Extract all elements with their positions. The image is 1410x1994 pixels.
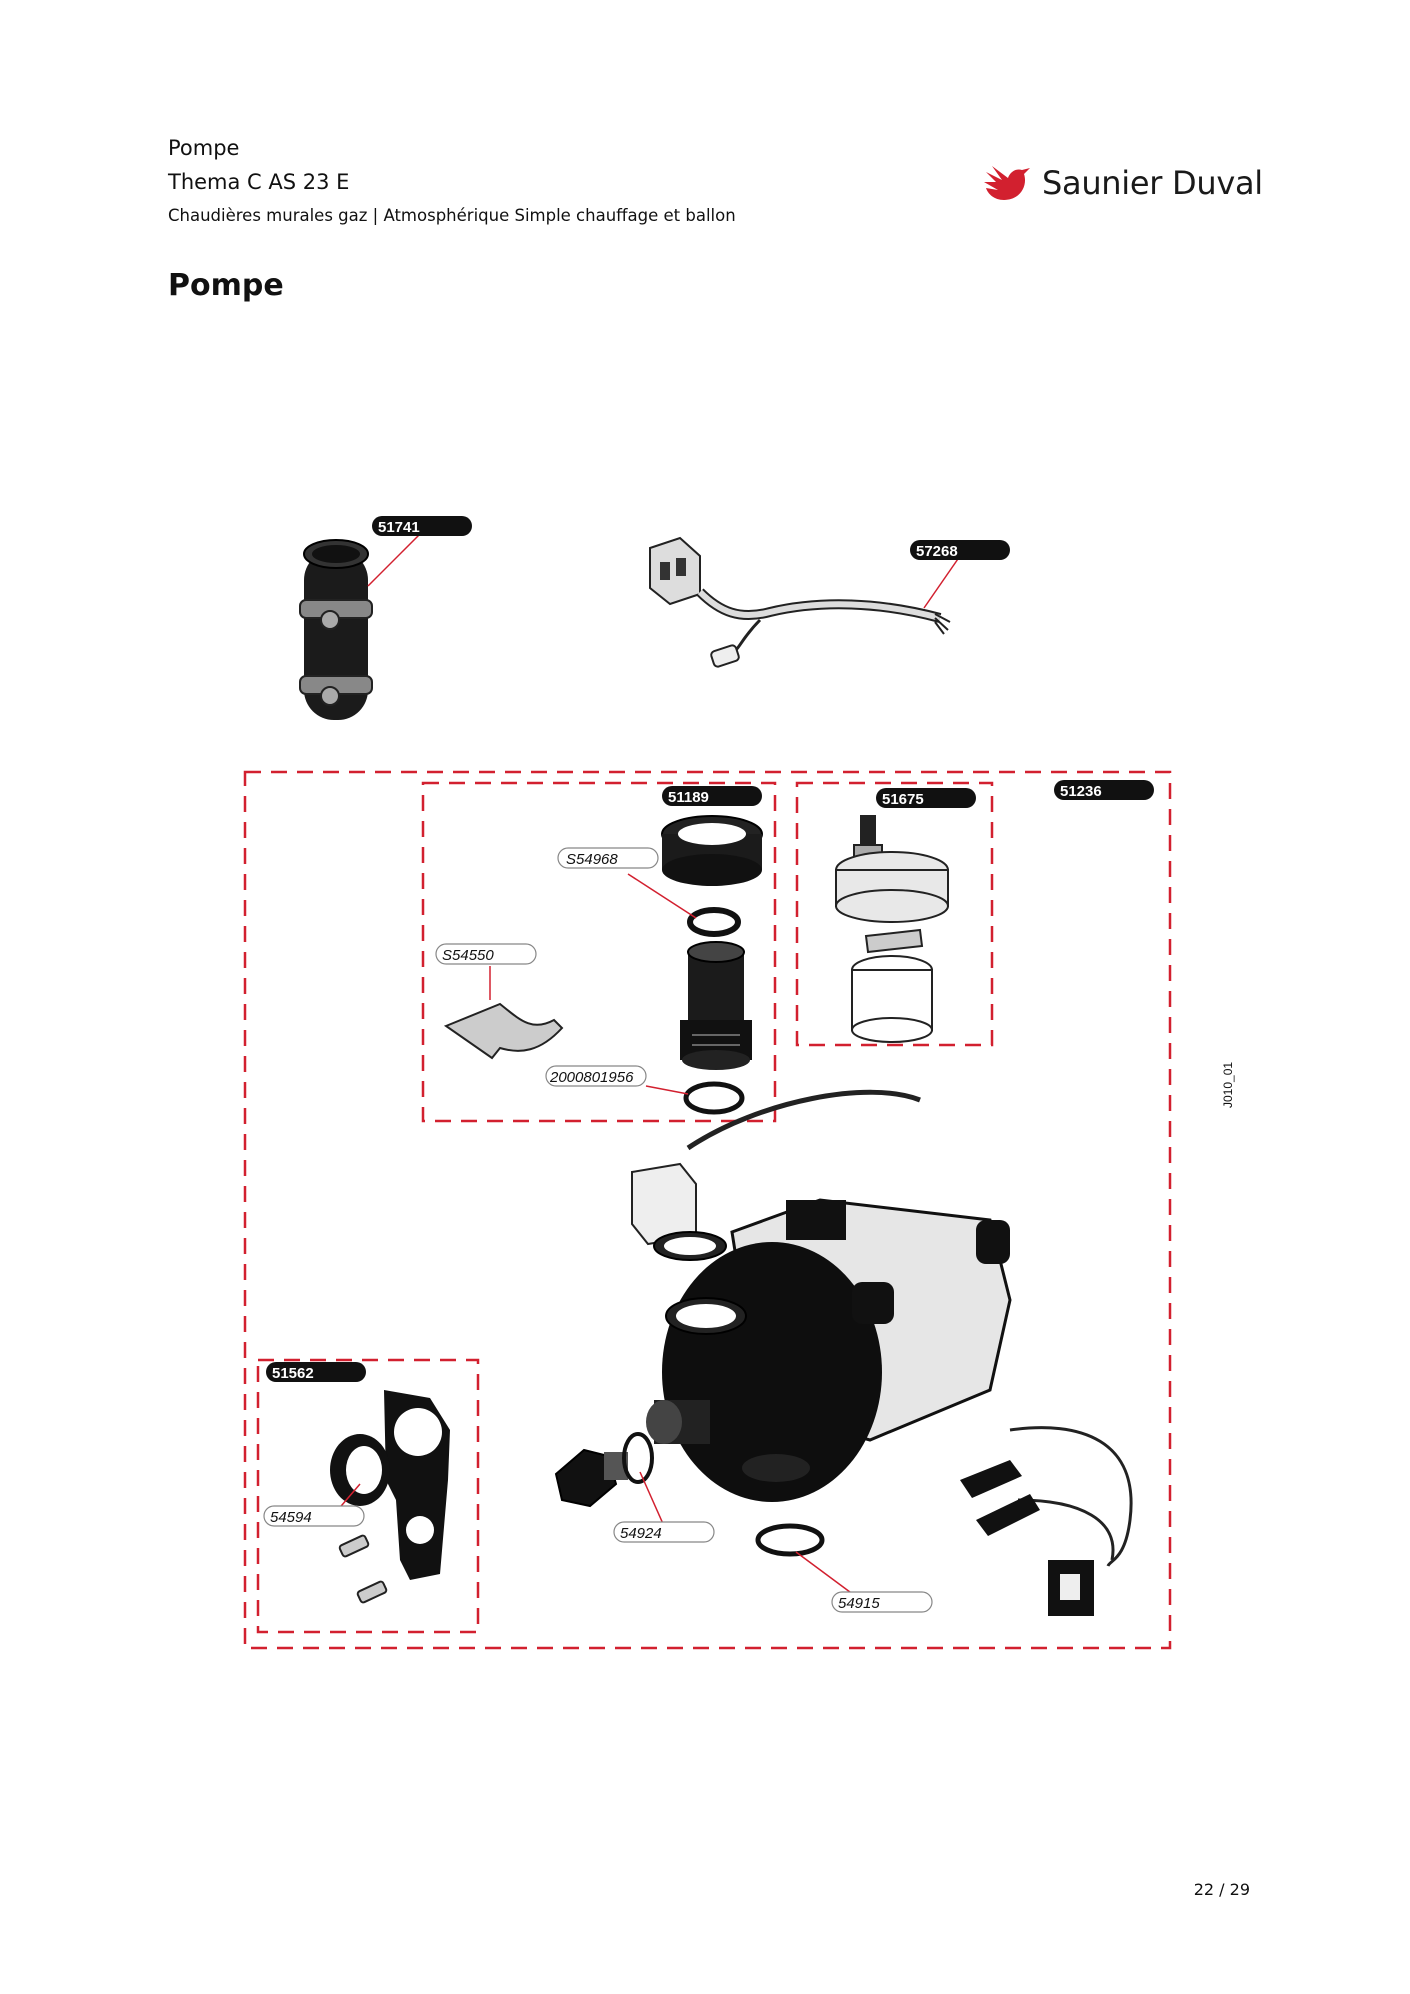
label-S54968: S54968 bbox=[557, 847, 659, 869]
svg-text:54924: 54924 bbox=[620, 1525, 662, 1542]
union-nut-illustration bbox=[661, 815, 763, 886]
retaining-clip-illustration bbox=[443, 1002, 564, 1060]
gasket-ring-illustration bbox=[683, 1081, 745, 1115]
svg-text:51236: 51236 bbox=[1060, 783, 1102, 800]
small-o-ring-illustration bbox=[622, 1432, 654, 1484]
o-ring-illustration bbox=[687, 907, 741, 937]
svg-text:S54968: S54968 bbox=[566, 851, 618, 868]
group-box-51189 bbox=[421, 781, 777, 1123]
doc-category: Chaudières murales gaz | Atmosphérique S… bbox=[168, 206, 736, 225]
drain-plug-illustration bbox=[554, 1448, 628, 1508]
label-54915: 54915 bbox=[831, 1591, 933, 1613]
svg-text:51189: 51189 bbox=[668, 789, 709, 806]
svg-text:54915: 54915 bbox=[838, 1595, 880, 1612]
label-54924: 54924 bbox=[613, 1521, 715, 1543]
svg-text:S54550: S54550 bbox=[442, 947, 494, 964]
label-57268: 57268 bbox=[910, 540, 1010, 560]
brand-logo: Saunier Duval bbox=[980, 158, 1263, 208]
pipe-fitting-illustration bbox=[680, 941, 752, 1070]
label-51741: 51741 bbox=[372, 516, 472, 536]
large-o-ring-illustration bbox=[755, 1523, 825, 1557]
doc-model: Thema C AS 23 E bbox=[168, 170, 350, 194]
label-51189: 51189 bbox=[662, 786, 762, 806]
svg-text:54594: 54594 bbox=[270, 1509, 312, 1526]
label-S54550: S54550 bbox=[435, 943, 537, 965]
sensor-cable-illustration bbox=[960, 1426, 1133, 1616]
label-2000801956: 2000801956 bbox=[545, 1065, 647, 1087]
svg-text:2000801956: 2000801956 bbox=[549, 1069, 634, 1086]
label-54594: 54594 bbox=[263, 1505, 365, 1527]
page-number: 22 / 29 bbox=[1193, 1880, 1250, 1899]
screw-illustration bbox=[338, 1534, 388, 1604]
svg-text:51675: 51675 bbox=[882, 791, 924, 808]
cable-with-connector-illustration bbox=[649, 536, 951, 668]
group-box-51675 bbox=[795, 781, 994, 1047]
group-box-51562 bbox=[256, 1358, 480, 1634]
doc-title: Pompe bbox=[168, 136, 240, 160]
label-51562: 51562 bbox=[266, 1362, 366, 1382]
label-51236: 51236 bbox=[1054, 780, 1154, 800]
pump-body-illustration bbox=[631, 1089, 1012, 1502]
section-title: Pompe bbox=[168, 268, 284, 303]
group-box-51236 bbox=[243, 770, 1172, 1650]
brand-name: Saunier Duval bbox=[1042, 164, 1263, 202]
diagram-code: J010_01 bbox=[1221, 1062, 1235, 1108]
air-vent-illustration bbox=[835, 815, 949, 1043]
svg-text:57268: 57268 bbox=[916, 543, 958, 560]
svg-text:51562: 51562 bbox=[272, 1365, 314, 1382]
bird-icon bbox=[984, 166, 1030, 200]
svg-text:51741: 51741 bbox=[378, 519, 420, 536]
mounting-flange-illustration bbox=[330, 1390, 450, 1580]
hose-with-clamps-illustration bbox=[299, 539, 373, 720]
label-51675: 51675 bbox=[876, 788, 976, 808]
